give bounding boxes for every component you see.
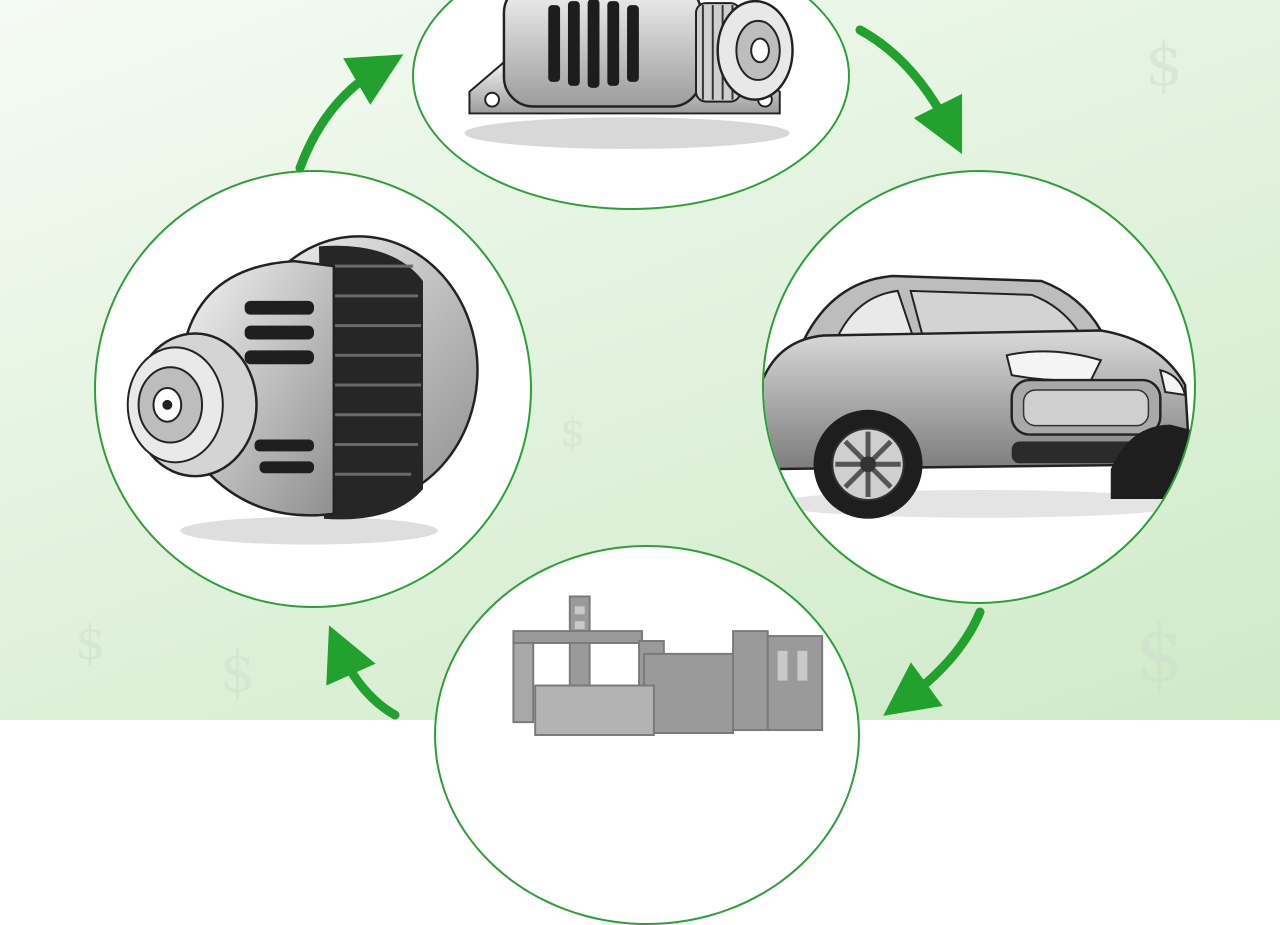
arrow-bottom-to-left xyxy=(326,625,400,720)
dollar-sign-icon: $ xyxy=(220,640,256,705)
cycle-arrows xyxy=(295,25,985,720)
dollar-sign-icon: $ xyxy=(560,410,586,456)
node-alternator-side-view xyxy=(412,0,850,210)
dollar-sign-icon: $ xyxy=(1145,30,1184,100)
arrow-left-to-top xyxy=(295,54,404,173)
alternator-icon xyxy=(464,0,794,149)
node-car xyxy=(762,170,1196,604)
arrow-right-to-bottom xyxy=(883,607,985,716)
node-alternator-front-view xyxy=(94,170,532,608)
dollar-sign-icon: $ xyxy=(1135,610,1185,700)
arrow-top-to-right xyxy=(855,25,963,155)
alternator-icon xyxy=(126,235,479,545)
dollar-sign-icon: $ xyxy=(75,615,106,671)
car-icon xyxy=(764,274,1192,519)
